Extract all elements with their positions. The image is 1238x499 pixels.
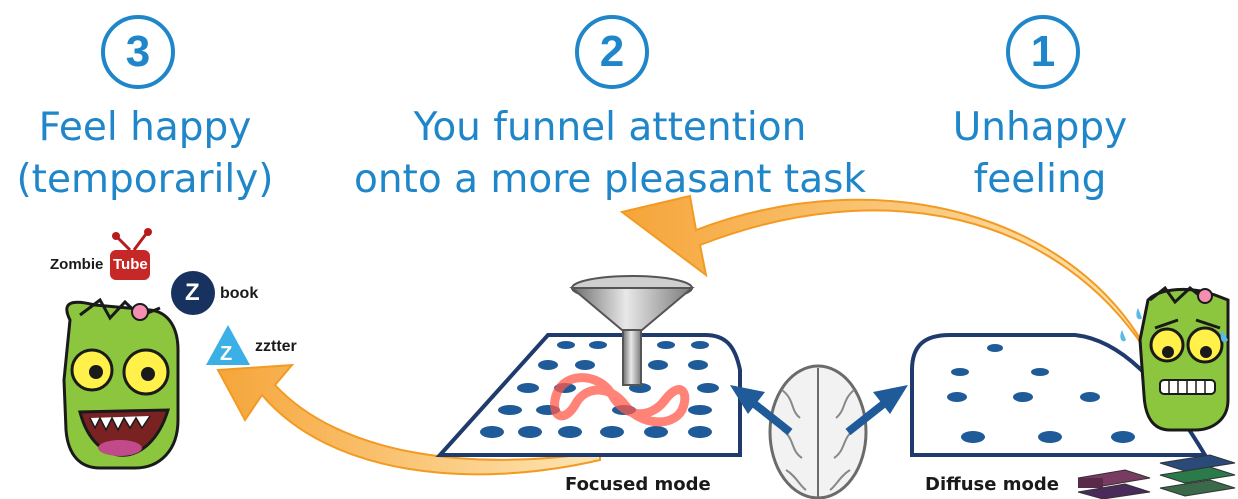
step-2-text: You funnel attention onto a more pleasan…: [320, 104, 900, 204]
zombie-tube-label: Zombie: [50, 256, 103, 273]
step-3-text: Feel happy (temporarily): [0, 104, 290, 204]
brain-arrows: [730, 385, 908, 436]
zombie-tube-word1: Zombie: [50, 256, 104, 273]
step-1-line2: feeling: [973, 157, 1107, 202]
zbook-word: book: [220, 285, 259, 302]
diffuse-mode-table: [910, 333, 1209, 457]
arrow-focused-to-happy: [216, 363, 601, 476]
happy-zombie-icon: [62, 297, 180, 470]
arrow-unhappy-to-funnel: [619, 194, 1153, 361]
unhappy-zombie-icon: [1120, 285, 1230, 432]
diffuse-mode-label: Diffuse mode: [925, 474, 1059, 495]
funnel-icon: [569, 275, 695, 386]
zombie-tube-logo: [110, 228, 152, 280]
step-2-line2: onto a more pleasant task: [353, 157, 867, 202]
zbook-letter: Z: [185, 279, 200, 306]
step-3-number: 3: [101, 15, 175, 89]
step-1-text: Unhappy feeling: [930, 104, 1150, 204]
step-2-line1: You funnel attention: [413, 105, 807, 150]
zombie-tube-word2: Tube: [113, 256, 148, 273]
books-icon: [1077, 454, 1236, 499]
zztter-word: zztter: [255, 338, 297, 355]
zbook-logo: [171, 271, 215, 315]
focused-mode-table: [435, 333, 742, 457]
step-1-line1: Unhappy: [952, 105, 1128, 150]
step-1-number: 1: [1006, 15, 1080, 89]
step-2-number: 2: [575, 15, 649, 89]
step-3-line2: (temporarily): [16, 157, 274, 202]
step-3-line1: Feel happy: [38, 105, 252, 150]
zztter-logo: [206, 325, 250, 365]
focused-mode-label: Focused mode: [565, 474, 711, 495]
zztter-letter: Z: [220, 343, 233, 365]
